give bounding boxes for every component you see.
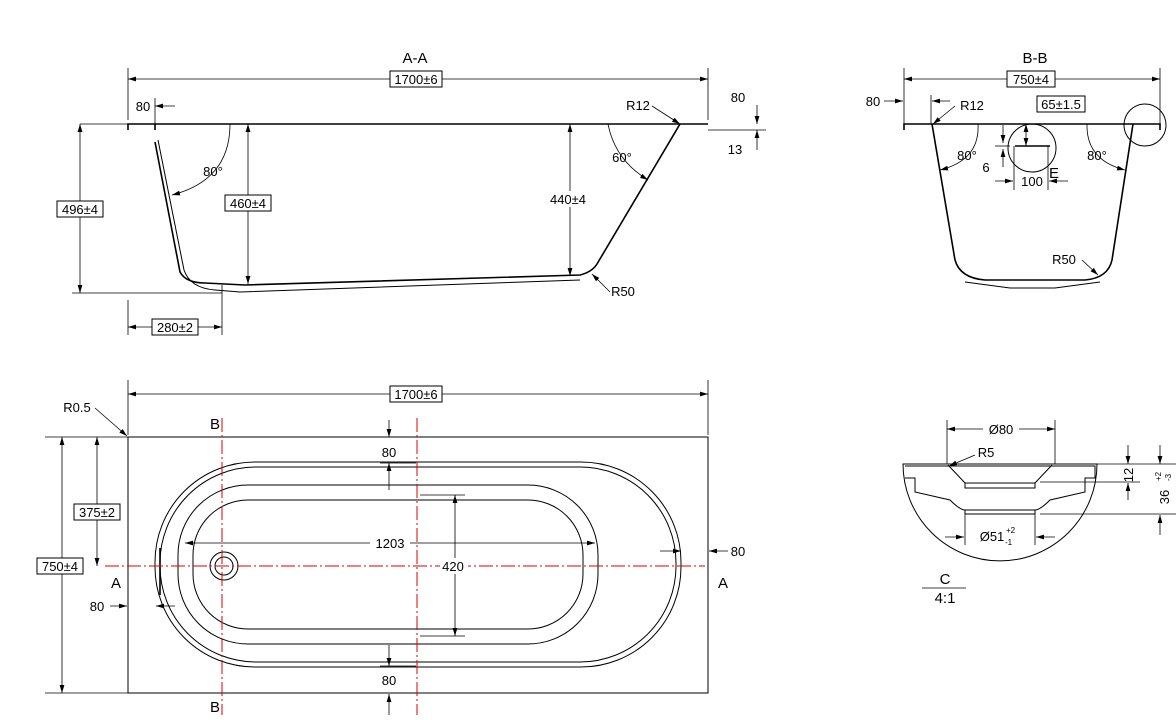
- bb-position-dim: 65±1.5: [1041, 97, 1081, 112]
- section-title: A-A: [402, 50, 427, 67]
- radius-bottom: R50: [611, 284, 635, 299]
- width-dim: 750±4: [42, 559, 78, 574]
- detail-c: Ø80 R5 12 36 +2 -3 Ø51 +2 -1 C 4:1: [902, 420, 1176, 607]
- plan-length-dim: 1700±6: [394, 387, 437, 402]
- detail-label: C: [940, 571, 951, 588]
- inner-width-dim: 420: [442, 559, 464, 574]
- plan-view: 1700±6 R0.5 B B A A 80 80 80 80 750±4 37…: [36, 380, 745, 716]
- section-b-title: B-B: [1022, 50, 1047, 67]
- diameter-bottom-dim: Ø51: [980, 529, 1005, 544]
- depth-inner-dim: 12: [1121, 468, 1136, 482]
- bb-radius-bottom: R50: [1052, 252, 1076, 267]
- height-dim: 496±4: [62, 202, 98, 217]
- diameter-tol-plus: +2: [1006, 526, 1016, 535]
- radius-top: R12: [626, 98, 650, 113]
- angle-right: 60°: [612, 150, 632, 165]
- depth-tol-minus: -3: [1164, 473, 1173, 481]
- section-a-left: A: [111, 575, 121, 592]
- detail-radius: R5: [978, 445, 995, 460]
- diameter-tol-minus: -1: [1005, 538, 1013, 547]
- bb-thickness-dim: 6: [982, 160, 989, 175]
- bb-span-dim: 100: [1021, 174, 1043, 189]
- detail-e-marker: E: [1049, 165, 1059, 182]
- detail-scale: 4:1: [935, 590, 956, 607]
- bb-width-dim: 750±4: [1013, 72, 1049, 87]
- bb-flange-dim: 80: [866, 94, 880, 109]
- corner-radius: R0.5: [63, 400, 90, 415]
- length-dim: 1700±6: [394, 72, 437, 87]
- depth-right-dim: 440±4: [550, 192, 586, 207]
- lip-dim: 13: [728, 142, 742, 157]
- section-b-b: B-B 750±4 80 R12 65±1.5 80° 80° 6 100 E …: [866, 50, 1167, 289]
- section-a-right: A: [718, 575, 728, 592]
- rim-right-dim: 80: [731, 544, 745, 559]
- diameter-top-dim: Ø80: [989, 422, 1014, 437]
- rim-bottom-dim: 80: [382, 673, 396, 688]
- depth-tol-plus: +2: [1154, 471, 1163, 481]
- section-b-top: B: [210, 416, 220, 433]
- angle-left: 80°: [203, 164, 223, 179]
- rim-top-dim: 80: [382, 445, 396, 460]
- flange-right-dim: 80: [731, 90, 745, 105]
- flange-left-dim: 80: [136, 99, 150, 114]
- depth-left-dim: 460±4: [230, 196, 266, 211]
- section-b-bottom: B: [210, 699, 220, 716]
- inner-length-dim: 1203: [376, 536, 405, 551]
- bb-radius-top: R12: [960, 98, 984, 113]
- rim-left-dim: 80: [90, 599, 104, 614]
- section-a-a: A-A 1700±6 80 80 R12 13 496±4 80° 460±4 …: [56, 50, 766, 336]
- half-width-dim: 375±2: [79, 505, 115, 520]
- bb-angle-left: 80°: [957, 148, 977, 163]
- drain-offset-dim: 280±2: [157, 320, 193, 335]
- depth-total-dim: 36: [1157, 490, 1172, 504]
